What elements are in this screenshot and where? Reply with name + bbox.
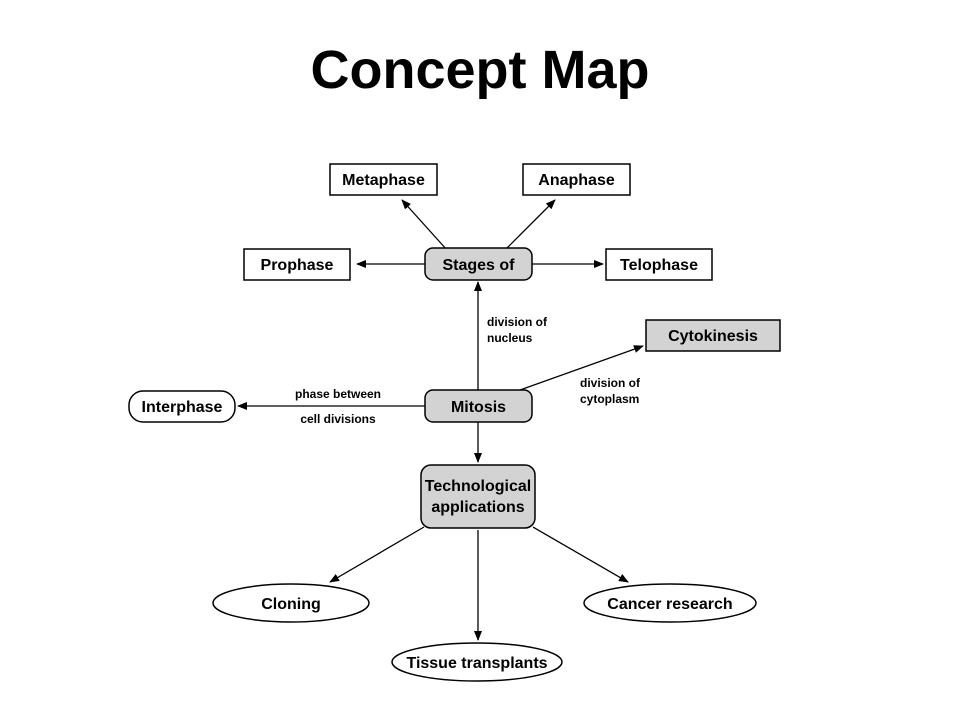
- edge-label-phase-between-1: phase between: [295, 387, 381, 401]
- edge-tech-to-cloning: [329, 526, 425, 583]
- node-mitosis: Mitosis: [424, 389, 533, 423]
- node-label-cytokinesis: Cytokinesis: [668, 328, 758, 345]
- node-label-mitosis: Mitosis: [451, 399, 506, 416]
- node-label-interphase: Interphase: [142, 399, 223, 416]
- edge-label-phase-between-2: cell divisions: [300, 412, 376, 426]
- node-label-anaphase: Anaphase: [538, 172, 615, 189]
- node-label-metaphase: Metaphase: [342, 172, 425, 189]
- edge-label-division-nucleus-2: nucleus: [487, 331, 533, 345]
- edge-label-division-cytoplasm-2: cytoplasm: [580, 392, 639, 406]
- node-label-cloning: Cloning: [261, 596, 321, 613]
- edge-label-division-cytoplasm-1: division of: [580, 376, 641, 390]
- node-telophase: Telophase: [605, 248, 713, 281]
- node-interphase: Interphase: [128, 390, 236, 423]
- node-label-telophase: Telophase: [620, 257, 698, 274]
- node-metaphase: Metaphase: [329, 163, 438, 196]
- edge-labels: division of nucleus division of cytoplas…: [295, 315, 641, 426]
- node-label-tech-line2: applications: [431, 499, 524, 516]
- node-stages-of: Stages of: [424, 247, 533, 281]
- edge-tech-to-cancer: [532, 526, 629, 583]
- node-cancer-research: Cancer research: [583, 583, 757, 623]
- node-prophase: Prophase: [243, 248, 351, 281]
- edge-label-division-nucleus-1: division of: [487, 315, 548, 329]
- edge-stages-to-anaphase: [504, 199, 556, 251]
- node-technological-applications: Technological applications: [420, 464, 536, 529]
- node-cytokinesis: Cytokinesis: [645, 319, 781, 352]
- edges: [237, 199, 644, 641]
- node-cloning: Cloning: [212, 583, 370, 623]
- node-tissue-transplants: Tissue transplants: [391, 642, 563, 682]
- page-title: Concept Map: [310, 40, 650, 100]
- node-label-tech-line1: Technological: [425, 478, 531, 495]
- node-anaphase: Anaphase: [522, 163, 631, 196]
- node-label-cancer-research: Cancer research: [607, 596, 732, 613]
- node-label-tissue-transplants: Tissue transplants: [406, 655, 547, 672]
- node-label-stages-of: Stages of: [442, 257, 515, 274]
- edge-stages-to-metaphase: [401, 199, 448, 251]
- edge-mitosis-to-cytokinesis: [519, 345, 644, 391]
- node-label-prophase: Prophase: [261, 257, 334, 274]
